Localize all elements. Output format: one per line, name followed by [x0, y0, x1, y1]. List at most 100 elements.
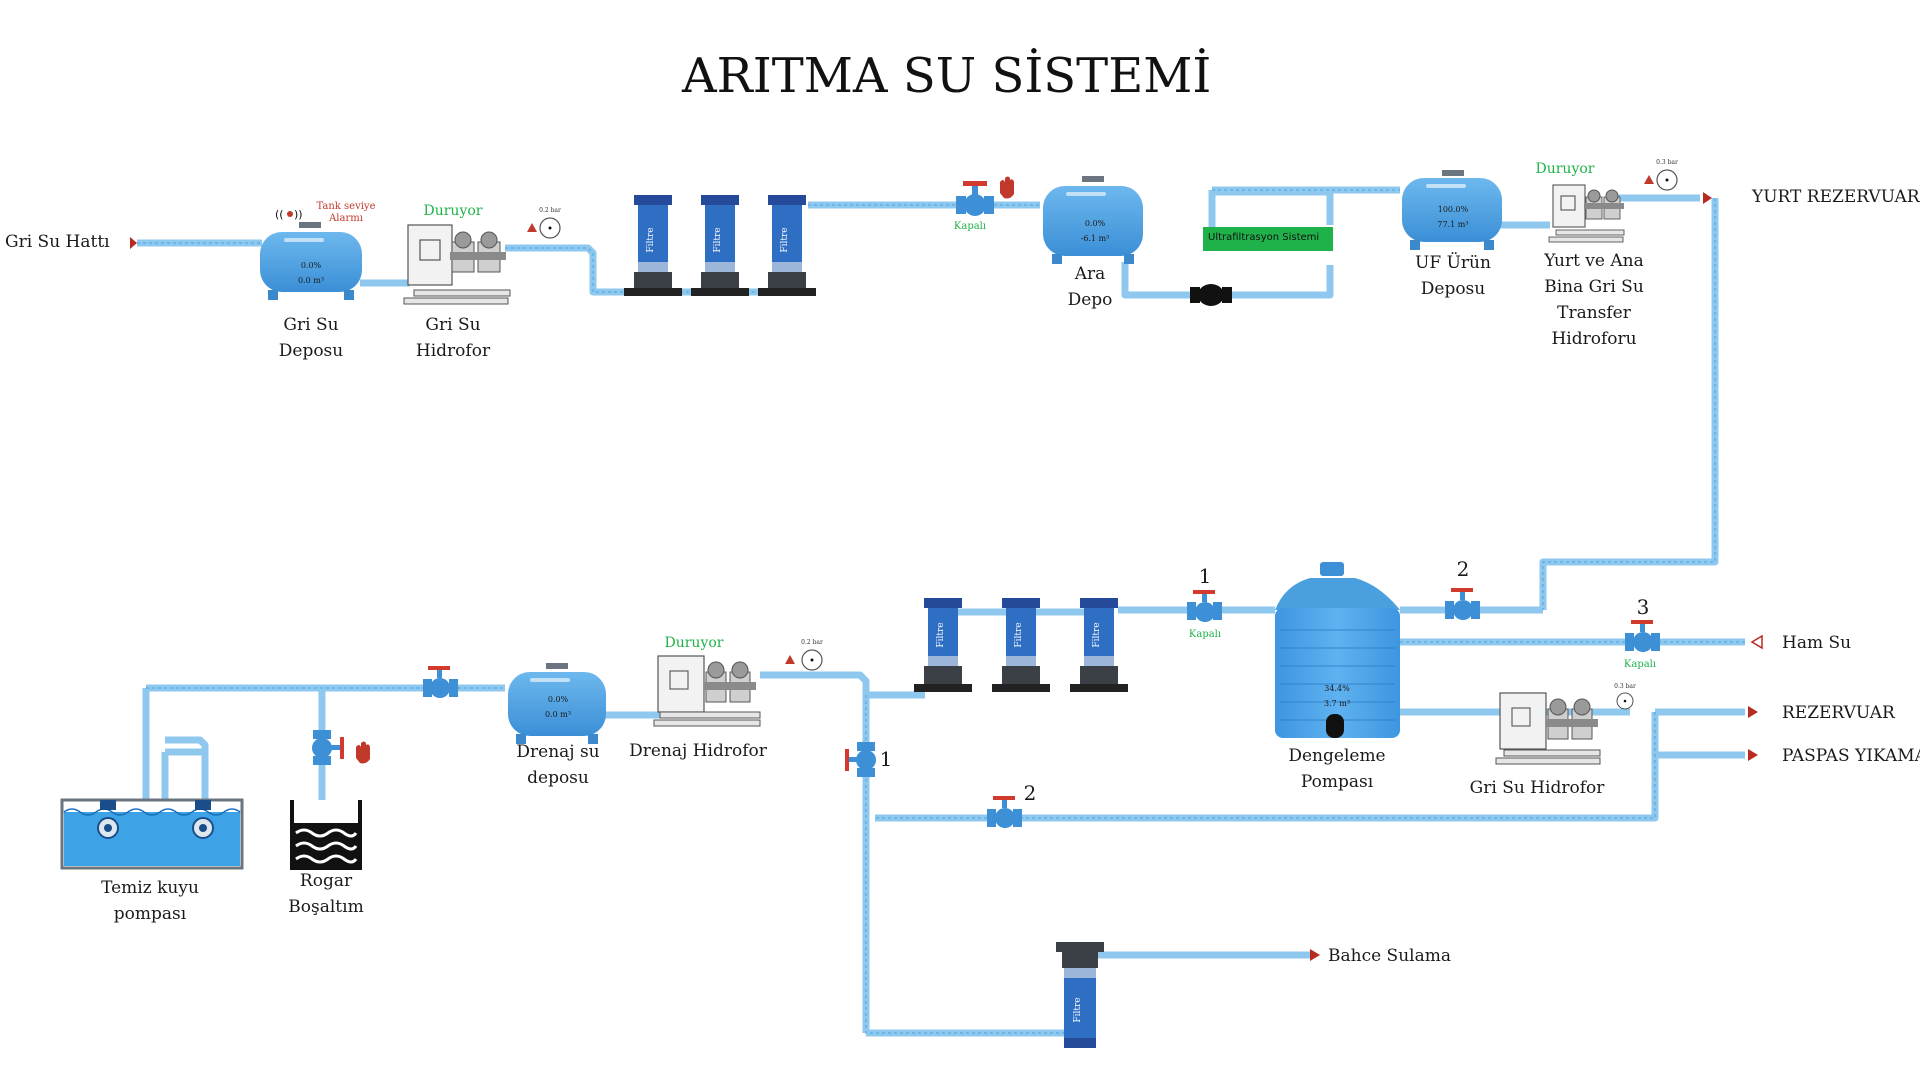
- valve-rogar[interactable]: [312, 730, 344, 765]
- drain-name-line1: Rogar: [300, 871, 353, 891]
- pump-name-line2: Bina Gri Su: [1544, 277, 1644, 297]
- well-name-line2: pompası: [114, 904, 187, 924]
- svg-text:((: ((: [275, 208, 284, 221]
- tank-name-line2: Deposu: [1421, 279, 1486, 299]
- bell-icon: [785, 655, 795, 664]
- uf-system[interactable]: Ultrafiltrasyon Sistemi: [1203, 227, 1333, 251]
- tank-dengeleme[interactable]: 34.4% 3.7 m³: [1275, 562, 1400, 738]
- pump-status: Duruyor: [665, 635, 724, 651]
- tank-percent: 0.0%: [301, 261, 322, 270]
- hand-stop-icon: [356, 741, 370, 764]
- arrow-gri-su-hatti: [130, 237, 137, 249]
- filter-label: Filtre: [1073, 997, 1083, 1022]
- page-title: ARITMA SU SİSTEMİ: [681, 47, 1211, 104]
- well-name-line1: Temiz kuyu: [101, 878, 199, 898]
- filter-5[interactable]: Filtre: [992, 598, 1050, 692]
- label-ham-su: Ham Su: [1782, 633, 1851, 653]
- pump-gri-su-hidrofor-2[interactable]: [1495, 692, 1601, 765]
- filter-label: Filtre: [646, 227, 656, 252]
- pump-yurt-transfer[interactable]: [1548, 184, 1625, 243]
- filter-2[interactable]: Filtre: [691, 195, 749, 296]
- label-gri-su-hatti: Gri Su Hattı: [5, 232, 110, 252]
- label-paspas-yikama: PASPAS YIKAMA: [1782, 746, 1920, 766]
- alarm-icon: (( )): [275, 208, 303, 221]
- pump-drenaj-hidrofor[interactable]: [653, 655, 761, 727]
- valve-2-top[interactable]: [1445, 588, 1480, 620]
- filter-label: Filtre: [780, 227, 790, 252]
- bell-icon: [1644, 175, 1654, 184]
- pressure-readout: 0.3 bar: [1614, 683, 1636, 690]
- pump-name-line4: Hidroforu: [1551, 329, 1636, 349]
- tank-percent: 34.4%: [1324, 684, 1350, 693]
- check-valve-icon[interactable]: [1190, 284, 1232, 306]
- filter-label: Filtre: [1014, 622, 1024, 647]
- pressure-readout: 0.3 bar: [1656, 159, 1678, 166]
- tank-name-line1: UF Ürün: [1415, 252, 1491, 273]
- valve-number: 2: [1024, 781, 1037, 805]
- valve-ara-depo[interactable]: [956, 181, 994, 216]
- tank-name-line1: Drenaj su: [516, 742, 599, 762]
- tank-name-line1: Gri Su: [283, 315, 338, 335]
- pump-name: Gri Su Hidrofor: [1470, 778, 1606, 798]
- filter-1[interactable]: Filtre: [624, 195, 682, 296]
- alarm-label-2: Alarmı: [328, 213, 363, 224]
- valve-number: 2: [1457, 557, 1470, 581]
- arrow-yurt-rezervuar: [1703, 192, 1712, 204]
- tank-uf-urun-deposu[interactable]: 100.0% 77.1 m³: [1402, 170, 1502, 250]
- hand-stop-icon: [1000, 176, 1014, 199]
- tank-drenaj-su-deposu[interactable]: 0.0% 0.0 m³: [508, 663, 606, 744]
- valve-state: Kapalı: [1624, 659, 1656, 670]
- drain-name-line2: Boşaltım: [288, 897, 363, 917]
- tank-name-line2: Depo: [1068, 290, 1113, 310]
- filter-bahce[interactable]: Filtre: [1056, 942, 1104, 1048]
- tank-gri-su-deposu[interactable]: 0.0% 0.0 m³: [260, 222, 362, 300]
- pressure-gauge-icon: 0.2 bar: [539, 207, 561, 239]
- tank-percent: 0.0%: [1085, 219, 1106, 228]
- temiz-kuyu[interactable]: [60, 798, 244, 870]
- pressure-readout: 0.2 bar: [539, 207, 561, 214]
- pressure-readout: 0.2 bar: [801, 639, 823, 646]
- pump-name-line1: Gri Su: [425, 315, 480, 335]
- valve-1-top[interactable]: [1187, 590, 1222, 622]
- tank-name-line2: Deposu: [279, 341, 344, 361]
- tank-percent: 100.0%: [1438, 205, 1469, 214]
- tank-name-line2: Pompası: [1301, 772, 1374, 792]
- valve-2-bottom[interactable]: [987, 796, 1022, 828]
- pump-gri-su-hidrofor[interactable]: [403, 224, 511, 305]
- rogar-drain[interactable]: [290, 800, 362, 870]
- bell-icon: [527, 223, 537, 232]
- tank-volume: 77.1 m³: [1437, 220, 1468, 229]
- pressure-gauge-icon: 0.3 bar: [1656, 159, 1678, 191]
- arrow-ham-su: [1750, 634, 1763, 650]
- tank-name-line1: Dengeleme: [1288, 746, 1385, 766]
- valve-number: 3: [1637, 595, 1650, 619]
- uf-banner-label: Ultrafiltrasyon Sistemi: [1208, 232, 1319, 243]
- filter-3[interactable]: Filtre: [758, 195, 816, 296]
- filter-4[interactable]: Filtre: [914, 598, 972, 692]
- tank-volume: 0.0 m³: [545, 710, 571, 719]
- valve-1-side[interactable]: [845, 742, 876, 777]
- pressure-gauge-icon: 0.2 bar: [801, 639, 823, 671]
- tank-name-line2: deposu: [527, 768, 589, 788]
- filter-group-middle: Filtre Filtre Filtre: [914, 598, 1128, 692]
- tank-percent: 0.0%: [548, 695, 569, 704]
- filter-label: Filtre: [1092, 622, 1102, 647]
- valve-number: 1: [1199, 564, 1212, 588]
- filter-6[interactable]: Filtre: [1070, 598, 1128, 692]
- filter-group-top: Filtre Filtre Filtre: [624, 195, 816, 296]
- alarm-label-1: Tank seviye: [317, 201, 376, 212]
- tank-ara-depo[interactable]: 0.0% -6.1 m³: [1043, 176, 1143, 264]
- pipe-outlines: [137, 189, 1745, 1034]
- tank-volume: 0.0 m³: [298, 276, 324, 285]
- pump-status: Duruyor: [424, 203, 483, 219]
- arrow-paspas-yikama: [1748, 749, 1758, 761]
- pump-name-line1: Yurt ve Ana: [1543, 251, 1644, 271]
- pump-name: Drenaj Hidrofor: [629, 741, 768, 761]
- tank-volume: -6.1 m³: [1081, 234, 1110, 243]
- valve-left-line[interactable]: [423, 666, 458, 698]
- valve-3-ham-su[interactable]: [1625, 620, 1660, 652]
- pump-name-line2: Hidrofor: [416, 341, 491, 361]
- svg-text:)): )): [294, 208, 303, 221]
- pump-status: Duruyor: [1536, 161, 1595, 177]
